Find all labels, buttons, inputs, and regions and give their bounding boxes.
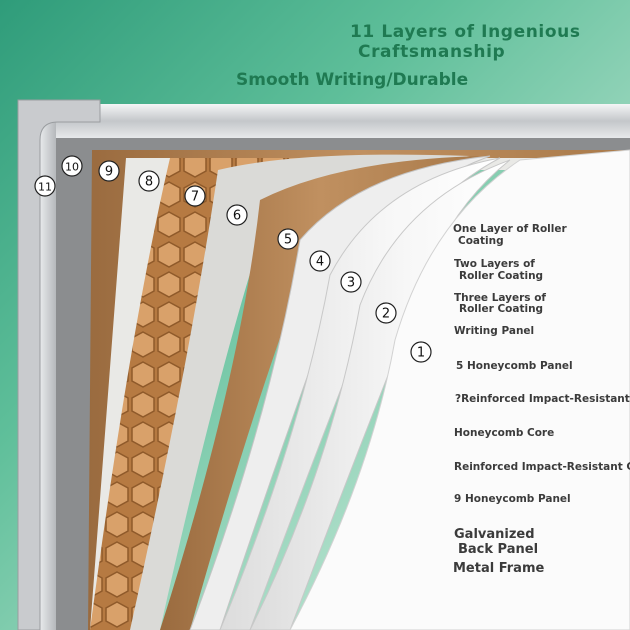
- layer-5-honeycomb-panel: [160, 156, 480, 630]
- layer-number-text: 3: [347, 276, 355, 291]
- layer-number-circle: [277, 228, 299, 250]
- label-layer6: ?Reinforced Impact-Resistant Core: [455, 393, 630, 405]
- layer-1-roller-coating: [289, 149, 630, 630]
- layer-number-circle: [34, 175, 56, 197]
- layer-number-circle: [138, 170, 160, 192]
- layer-number-circle: [340, 271, 362, 293]
- layer-number-text: 4: [316, 255, 324, 270]
- label-layer1-line2: Coating: [458, 235, 504, 247]
- layer-number-text: 6: [233, 209, 241, 224]
- label-layer2-line1: Two Layers of: [454, 258, 535, 270]
- layer-number-text: 7: [191, 190, 199, 205]
- label-layer10-line1: Galvanized: [454, 527, 535, 542]
- layer-7-honeycomb-core: [90, 158, 470, 630]
- layer-number-text: 11: [38, 181, 52, 194]
- layer-number-text: 9: [105, 165, 113, 180]
- layer-number-circle: [98, 160, 120, 182]
- heading-line1: 11 Layers of Ingenious: [350, 22, 581, 42]
- layer-number-text: 5: [284, 233, 292, 248]
- label-layer10-line2: Back Panel: [458, 542, 539, 557]
- layer-number-circle: [226, 204, 248, 226]
- label-layer5: 5 Honeycomb Panel: [456, 360, 573, 372]
- label-layer11: Metal Frame: [453, 561, 545, 576]
- layer-6-reinforced-core: [130, 154, 470, 630]
- label-layer8: Reinforced Impact-Resistant Core: [454, 461, 630, 473]
- label-layer3-line1: Three Layers of: [454, 292, 546, 304]
- layer-number-markers: 1 2 3 4 5 6 7 8 9 10 11: [34, 155, 432, 363]
- label-layer1-line1: One Layer of Roller: [453, 223, 567, 235]
- layer-number-circle: [184, 185, 206, 207]
- layer-number-text: 1: [417, 346, 425, 361]
- layer-number-circle: [309, 250, 331, 272]
- layer-number-text: 10: [65, 161, 79, 174]
- layer-number-circle: [375, 302, 397, 324]
- layer-number-text: 8: [145, 175, 153, 190]
- label-layer9: 9 Honeycomb Panel: [454, 493, 571, 505]
- layer-8-reinforced-core: [90, 158, 630, 630]
- layer-number-circle: [410, 341, 432, 363]
- frame-top-rail: [20, 104, 630, 138]
- heading-line2: Craftsmanship: [358, 42, 506, 62]
- label-layer2-line2: Roller Coating: [459, 270, 544, 282]
- layer-2-roller-coating: [249, 159, 511, 630]
- label-layer4: Writing Panel: [454, 325, 535, 337]
- heading-subtitle: Smooth Writing/Durable: [236, 70, 469, 90]
- label-layer7: Honeycomb Core: [454, 427, 555, 439]
- layer-number-circle: [61, 155, 83, 177]
- layer-number-text: 2: [382, 307, 390, 322]
- frame-corner: [17, 99, 101, 630]
- label-layer3-line2: Roller Coating: [459, 303, 544, 315]
